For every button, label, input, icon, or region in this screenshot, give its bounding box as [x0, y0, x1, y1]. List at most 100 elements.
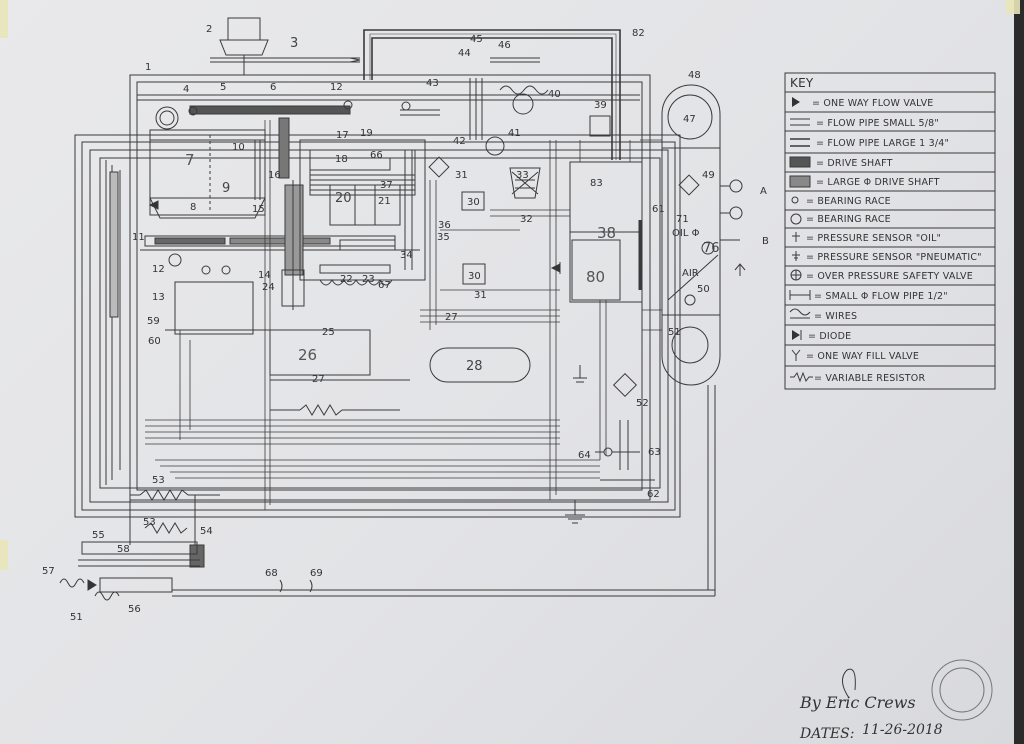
label-43: 43 [426, 78, 439, 89]
bottom-pipes-68-69 [172, 385, 716, 597]
air-reservoir-48 [661, 84, 721, 386]
label-26: 26 [298, 346, 317, 364]
label-52: 52 [636, 398, 649, 409]
label-33: 33 [516, 170, 529, 181]
signature-block: By Eric Crews DATES: 11-26-2018 [799, 693, 943, 742]
label-36: 36 [438, 220, 451, 231]
label-64: 64 [578, 450, 591, 461]
label-57: 57 [42, 566, 55, 577]
upper-mechanism [400, 57, 611, 156]
label-69: 69 [310, 568, 323, 579]
label-23: 23 [362, 274, 375, 285]
label-7: 7 [185, 151, 195, 169]
label-55: 55 [92, 530, 105, 541]
key-entry-wires: = WIRES [814, 311, 857, 322]
label-41: 41 [508, 128, 521, 139]
label-35: 35 [437, 232, 450, 243]
tape-bottom-left [0, 540, 8, 570]
label-18: 18 [335, 154, 348, 165]
label-24: 24 [262, 282, 275, 293]
vertical-drive-shaft [278, 117, 305, 310]
label-39: 39 [594, 100, 607, 111]
label-59: 59 [147, 316, 160, 327]
label-20: 20 [335, 191, 352, 206]
label-51-lower: 51 [70, 612, 83, 623]
label-14: 14 [258, 270, 271, 281]
top-inlet-assembly [210, 17, 361, 75]
label-68: 68 [265, 568, 278, 579]
resistor-network-53 [129, 489, 220, 568]
label-80: 80 [586, 268, 605, 286]
tank-7 [148, 129, 266, 219]
label-71: 71 [676, 214, 689, 225]
actuator-55 [59, 541, 200, 601]
label-oil: OIL Φ [672, 228, 700, 239]
label-air: AIR [682, 268, 699, 279]
tank-28 [429, 347, 531, 383]
label-10: 10 [232, 142, 245, 153]
label-61: 61 [652, 204, 665, 215]
stamp-seal [931, 659, 993, 721]
label-50: 50 [697, 284, 710, 295]
interior-wire-bundles [145, 120, 662, 510]
date-value: 11-26-2018 [862, 722, 943, 738]
label-53: 53 [152, 475, 165, 486]
key-labels: KEY = ONE WAY FLOW VALVE = FLOW PIPE SMA… [790, 76, 982, 384]
block-26 [269, 329, 410, 416]
tape-top-right [1006, 0, 1020, 14]
label-31: 31 [455, 170, 468, 181]
label-19: 19 [360, 128, 373, 139]
label-37: 37 [380, 180, 393, 191]
compressor-33 [509, 167, 541, 199]
label-21: 21 [378, 196, 391, 207]
horizontal-shaft-11 [140, 235, 420, 275]
key-title: KEY [790, 76, 814, 90]
label-30-lower: 30 [468, 271, 481, 282]
label-9: 9 [222, 181, 230, 196]
tape-top-left [0, 0, 8, 38]
label-6: 6 [270, 82, 276, 93]
label-54: 54 [200, 526, 213, 537]
label-45: 45 [470, 34, 483, 45]
label-82: 82 [632, 28, 645, 39]
label-40: 40 [548, 89, 561, 100]
label-3: 3 [290, 36, 298, 51]
label-44: 44 [458, 48, 471, 59]
diamond-52 [612, 372, 638, 398]
label-30-upper: 30 [467, 197, 480, 208]
key-entry-large-drive-shaft: = LARGE Φ DRIVE SHAFT [816, 177, 940, 188]
key-entry-drive-shaft: = DRIVE SHAFT [816, 158, 893, 169]
left-pipe-60 [109, 171, 119, 318]
key-entry-over-pressure-safety-valve: = OVER PRESSURE SAFETY VALVE [806, 271, 973, 282]
label-27: 27 [312, 374, 325, 385]
label-53-lower: 53 [143, 517, 156, 528]
label-62: 62 [647, 489, 660, 500]
label-11: 11 [132, 232, 145, 243]
outputs-a-b [720, 179, 746, 276]
key-entry-pressure-sensor-oil: = PRESSURE SENSOR "OIL" [806, 233, 941, 244]
label-63: 63 [648, 447, 661, 458]
engine-block [299, 139, 426, 286]
label-15: 15 [252, 204, 265, 215]
part-labels: 1 2 3 4 5 6 7 8 9 10 11 12 12 13 14 15 1… [42, 24, 769, 623]
label-56: 56 [128, 604, 141, 615]
ground-symbols [565, 365, 587, 524]
label-12-lower: 12 [152, 264, 165, 275]
key-entry-one-way-flow-valve: = ONE WAY FLOW VALVE [812, 98, 934, 109]
key-entry-flow-pipe-large: = FLOW PIPE LARGE 1 3/4" [816, 138, 949, 149]
sensor-30-upper [461, 191, 485, 211]
label-34: 34 [400, 250, 413, 261]
label-4: 4 [183, 84, 189, 95]
block-2-lower [165, 281, 270, 335]
label-67: 67 [378, 280, 391, 291]
label-32: 32 [520, 214, 533, 225]
label-49: 49 [702, 170, 715, 181]
label-38: 38 [597, 224, 616, 242]
key-entry-variable-resistor: = VARIABLE RESISTOR [814, 373, 925, 384]
sensor-30-lower [462, 263, 486, 285]
label-16: 16 [268, 170, 281, 181]
label-58: 58 [117, 544, 130, 555]
label-12: 12 [330, 82, 343, 93]
key-entry-one-way-fill-valve: = ONE WAY FILL VALVE [806, 351, 919, 362]
